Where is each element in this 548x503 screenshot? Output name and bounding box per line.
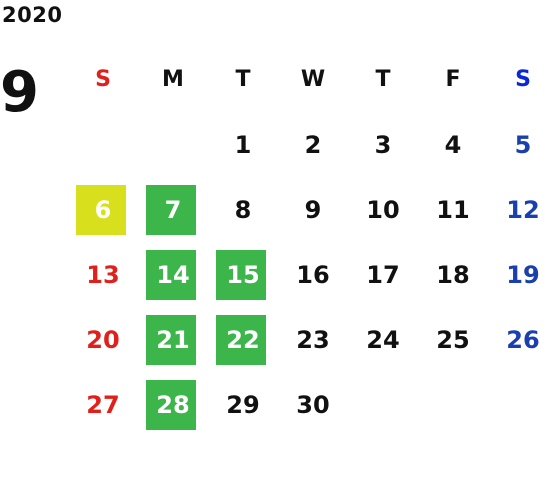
day-number: 20	[86, 325, 120, 354]
day-cell[interactable]: 8	[208, 177, 278, 242]
day-cell[interactable]: 10	[348, 177, 418, 242]
day-cell[interactable]: 19	[488, 242, 548, 307]
day-number: 1	[234, 130, 252, 159]
highlight-green	[216, 315, 266, 365]
day-number: 13	[86, 260, 120, 289]
day-number: 21	[156, 325, 190, 354]
weekday-sat: S	[515, 67, 531, 92]
day-number: 27	[86, 390, 120, 419]
weekday-header: S	[488, 47, 548, 112]
day-cell[interactable]: 1	[208, 112, 278, 177]
weekday-sun: S	[95, 67, 111, 92]
weekday-header: F	[418, 47, 488, 112]
day-number: 3	[374, 130, 392, 159]
day-number: 2	[304, 130, 322, 159]
day-cell[interactable]: 11	[418, 177, 488, 242]
empty-day-cell	[418, 372, 488, 437]
empty-day-cell	[68, 112, 138, 177]
week-row: 13 14 15 16 17 18 19	[68, 242, 548, 307]
day-cell[interactable]: 6	[68, 177, 138, 242]
weekday-header: W	[278, 47, 348, 112]
weekday-header-row: S M T W T F S	[68, 47, 548, 112]
day-cell[interactable]: 25	[418, 307, 488, 372]
day-number: 29	[226, 390, 260, 419]
weekday-fri: F	[445, 67, 461, 92]
highlight-green	[146, 380, 196, 430]
day-number: 11	[436, 195, 470, 224]
empty-day-cell	[348, 372, 418, 437]
day-cell[interactable]: 26	[488, 307, 548, 372]
day-number: 7	[164, 195, 182, 224]
day-number: 12	[506, 195, 540, 224]
day-number: 25	[436, 325, 470, 354]
day-cell[interactable]: 7	[138, 177, 208, 242]
day-number: 10	[366, 195, 400, 224]
day-cell[interactable]: 29	[208, 372, 278, 437]
day-number: 19	[506, 260, 540, 289]
day-cell[interactable]: 5	[488, 112, 548, 177]
empty-day-cell	[138, 112, 208, 177]
day-cell[interactable]: 2	[278, 112, 348, 177]
day-number: 26	[506, 325, 540, 354]
day-cell[interactable]: 27	[68, 372, 138, 437]
day-cell[interactable]: 28	[138, 372, 208, 437]
day-cell[interactable]: 14	[138, 242, 208, 307]
year-label: 2020	[2, 3, 63, 27]
day-cell[interactable]: 3	[348, 112, 418, 177]
day-number: 17	[366, 260, 400, 289]
weekday-header: S	[68, 47, 138, 112]
week-row: 20 21 22 23 24 25 26	[68, 307, 548, 372]
day-number: 9	[304, 195, 322, 224]
week-row: 27 28 29 30	[68, 372, 548, 437]
week-row: 1 2 3 4 5	[68, 112, 548, 177]
day-cell[interactable]: 17	[348, 242, 418, 307]
day-cell[interactable]: 24	[348, 307, 418, 372]
weekday-thu: T	[375, 67, 391, 92]
day-cell[interactable]: 15	[208, 242, 278, 307]
day-cell[interactable]: 13	[68, 242, 138, 307]
weekday-header: T	[348, 47, 418, 112]
weekday-mon: M	[162, 67, 184, 92]
day-number: 23	[296, 325, 330, 354]
day-number: 8	[234, 195, 252, 224]
day-number: 6	[94, 195, 112, 224]
day-cell[interactable]: 9	[278, 177, 348, 242]
day-number: 22	[226, 325, 260, 354]
highlight-yellow	[76, 185, 126, 235]
highlight-green	[146, 250, 196, 300]
weekday-tue: T	[235, 67, 251, 92]
day-number: 14	[156, 260, 190, 289]
day-cell[interactable]: 16	[278, 242, 348, 307]
day-number: 15	[226, 260, 260, 289]
month-number: 9	[0, 60, 39, 125]
week-row: 6 7 8 9 10 11 12	[68, 177, 548, 242]
empty-day-cell	[488, 372, 548, 437]
day-number: 24	[366, 325, 400, 354]
day-cell[interactable]: 22	[208, 307, 278, 372]
day-number: 30	[296, 390, 330, 419]
weekday-wed: W	[300, 67, 326, 92]
day-cell[interactable]: 21	[138, 307, 208, 372]
weekday-header: M	[138, 47, 208, 112]
day-number: 16	[296, 260, 330, 289]
day-number: 28	[156, 390, 190, 419]
day-cell[interactable]: 12	[488, 177, 548, 242]
day-cell[interactable]: 20	[68, 307, 138, 372]
day-cell[interactable]: 18	[418, 242, 488, 307]
highlight-green	[146, 185, 196, 235]
day-cell[interactable]: 23	[278, 307, 348, 372]
day-number: 5	[514, 130, 532, 159]
highlight-green	[146, 315, 196, 365]
day-cell[interactable]: 30	[278, 372, 348, 437]
weekday-header: T	[208, 47, 278, 112]
day-number: 4	[444, 130, 462, 159]
day-cell[interactable]: 4	[418, 112, 488, 177]
day-number: 18	[436, 260, 470, 289]
highlight-green	[216, 250, 266, 300]
